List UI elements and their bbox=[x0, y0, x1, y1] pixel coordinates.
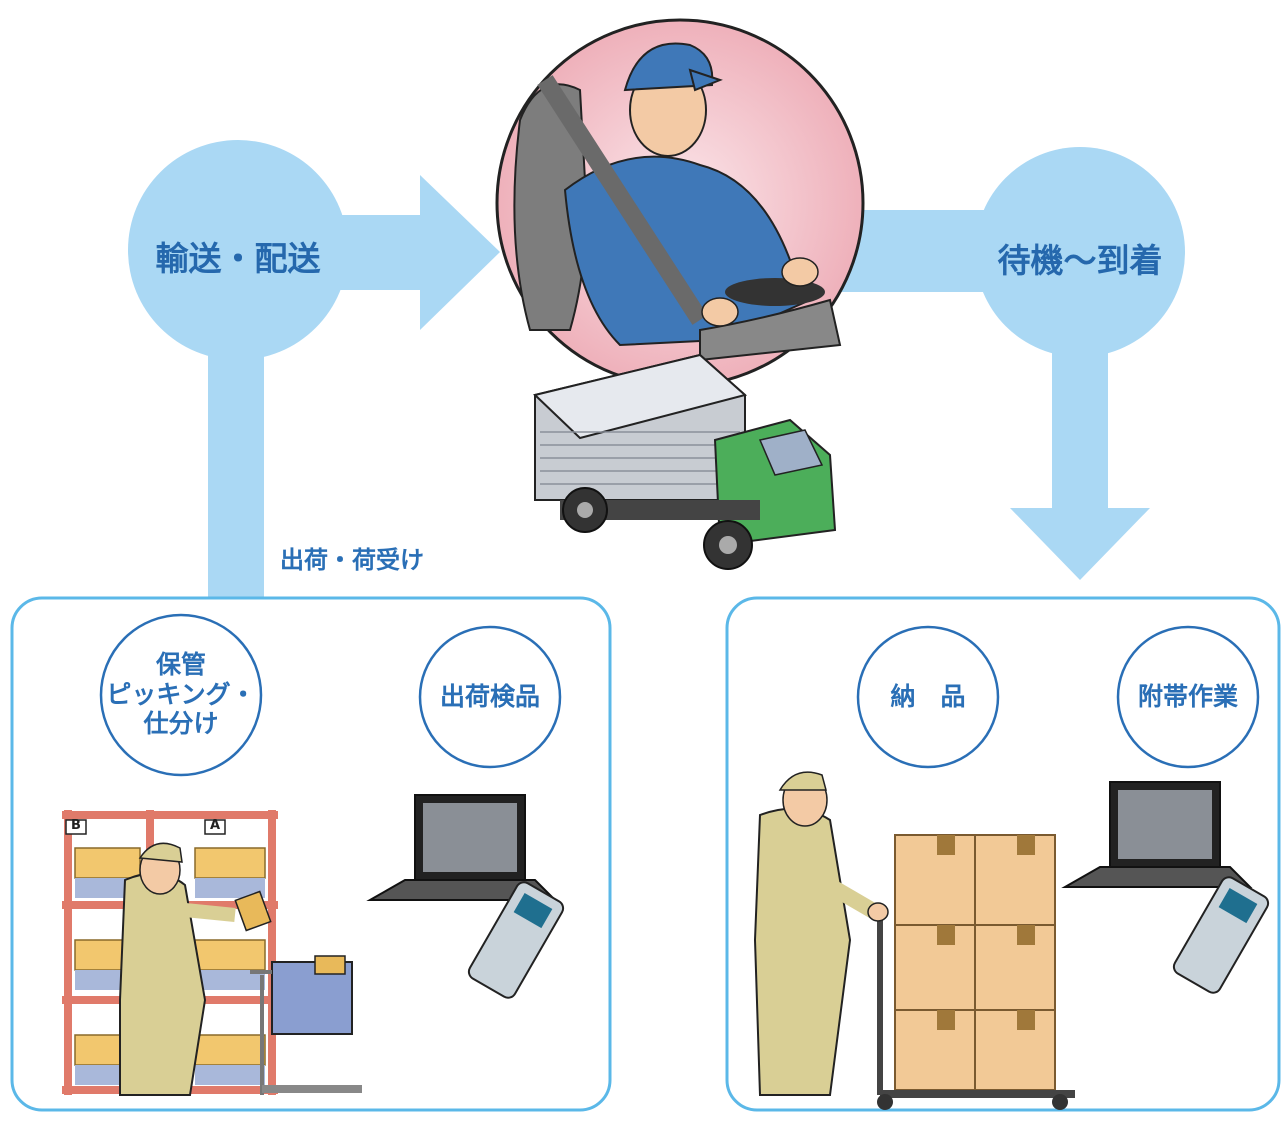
wait-arrive-step-label: 待機〜到着 bbox=[997, 241, 1163, 280]
ship-receive-label: 出荷・荷受け bbox=[280, 546, 424, 574]
picking-worker-illustration bbox=[62, 810, 362, 1096]
delivery-label: 納 品 bbox=[890, 682, 966, 711]
laptop-icon bbox=[1061, 781, 1253, 888]
driver-portrait bbox=[495, 18, 865, 388]
shelf-label-b: B bbox=[71, 818, 81, 833]
shipping-inspection-label: 出荷検品 bbox=[439, 682, 540, 711]
truck-illustration bbox=[532, 353, 837, 570]
transport-step-label: 輸送・配送 bbox=[155, 239, 321, 278]
wait-arrive-step-bubble bbox=[975, 147, 1185, 357]
handheld-scanner-icon bbox=[467, 881, 565, 999]
transport-step-bubble bbox=[128, 140, 348, 360]
shipping-inspection-badge bbox=[418, 625, 562, 769]
shelf-label-a: A bbox=[209, 818, 221, 833]
delivery-worker-illustration bbox=[753, 771, 1075, 1110]
delivery-badge bbox=[856, 625, 1000, 769]
storage-picking-badge bbox=[99, 613, 263, 777]
incidental-work-label: 附帯作業 bbox=[1137, 682, 1238, 711]
arrow-down-icon bbox=[1010, 508, 1150, 580]
incidental-work-badge bbox=[1116, 625, 1260, 769]
handheld-scanner-icon bbox=[1172, 876, 1270, 994]
storage-picking-label: 保管 ピッキング・ 仕分け bbox=[106, 650, 256, 738]
flow-connectors bbox=[128, 140, 1185, 600]
arrow-right-icon bbox=[420, 175, 500, 330]
